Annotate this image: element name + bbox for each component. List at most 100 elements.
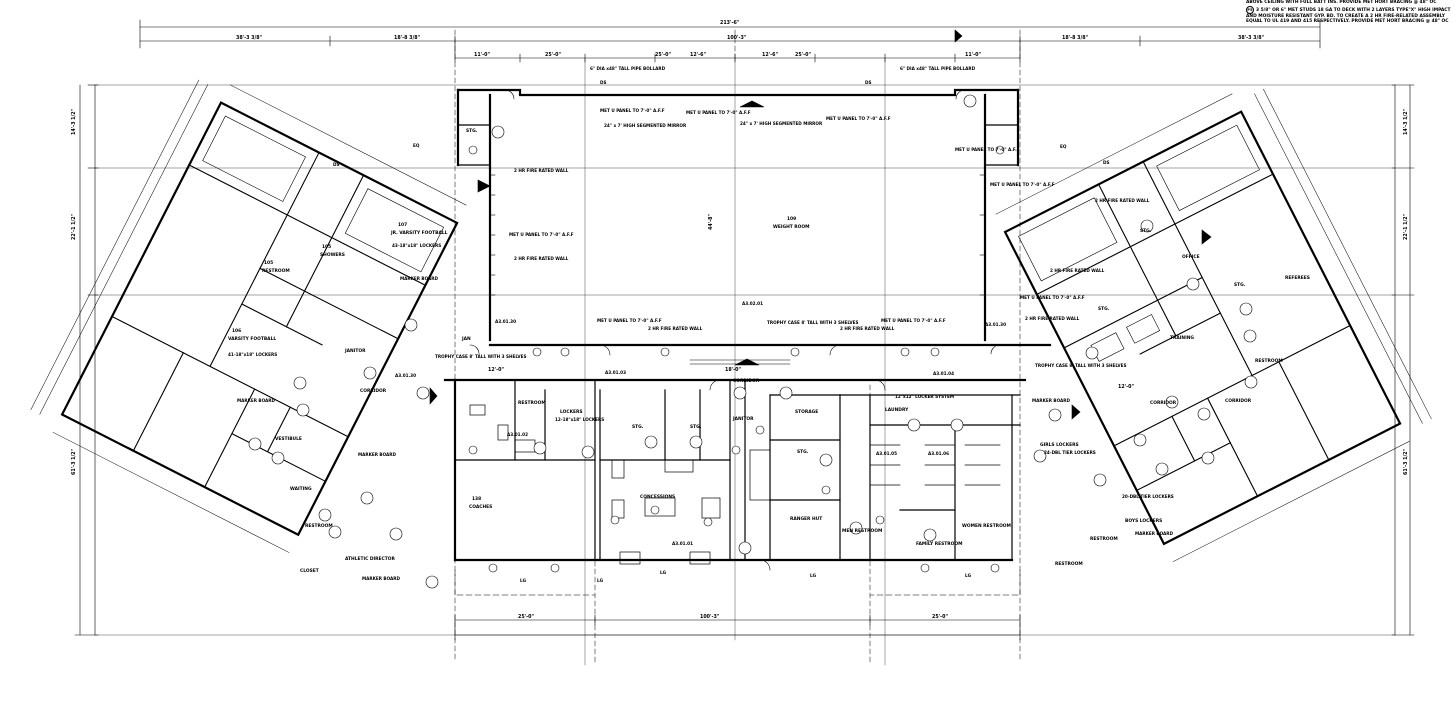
callout-marker-6: MARKER BOARD [1135, 531, 1174, 536]
callout-mirror-1: 24" x 7' HIGH SEGMENTED MIRROR [604, 123, 687, 128]
center-interior-walls [454, 124, 1021, 561]
door-tags [248, 94, 1258, 589]
label-lg-3: LG [660, 570, 667, 575]
general-notes: ABOVE CEILING WITH FULL BATT INS. PROVID… [1246, 0, 1452, 25]
room-name-stg-r1: STG. [1234, 282, 1246, 288]
label-ds-3: DS [333, 162, 340, 167]
room-name-jv: JR. VARSITY FOOTBALL [390, 230, 448, 236]
room-note-varsity: 41-18"x18" LOCKERS [228, 352, 277, 357]
callout-firewall-3: 2 HR FIRE RATED WALL [648, 326, 703, 331]
room-name-mens: MEN RESTROOM [842, 528, 882, 534]
dim-corridor: 18'-0" [725, 367, 741, 373]
callout-panel-1: MET U PANEL TO 7'-0" A.F.F [600, 108, 665, 113]
label-ds-1: DS [600, 80, 607, 85]
left-wing [30, 79, 467, 553]
dim-left-v2: 22'-1 1/2" [71, 213, 77, 240]
toilet-partitions [469, 404, 1001, 565]
ref-a7: A3.01.06 [928, 451, 949, 456]
room-name-restroom-w: RESTROOM [305, 523, 333, 529]
dim-left-mid: 18'-8 3/8" [394, 35, 421, 41]
room-name-restroom-r3: RESTROOM [1255, 358, 1283, 364]
room-num-restroom-l: 105 [264, 260, 273, 266]
dim-right-v2: 22'-1 1/2" [1403, 213, 1409, 240]
room-note-girls: 24-DBL TIER LOCKERS [1044, 450, 1096, 455]
callout-marker-1: MARKER BOARD [400, 276, 439, 281]
dim-left-v1: 14'-3 1/2" [71, 108, 77, 135]
room-name-stg-r2: STG. [1140, 228, 1152, 234]
callout-lockers: 12"x12" LOCKER SYSTEM [895, 394, 954, 399]
dim-bottom-left: 25'-0" [518, 614, 534, 620]
label-eq-1: EQ [413, 143, 420, 148]
ref-a9: A3.01.30 [395, 373, 416, 378]
dim-bay-g: 11'-0" [965, 52, 981, 58]
dim-bay-c: 25'-0" [655, 52, 671, 58]
label-lg-5: LG [965, 573, 972, 578]
dim-bottom-center: 100'-3" [700, 614, 720, 620]
room-name-waiting: WAITING [290, 486, 312, 492]
room-name-restroom-r1: RESTROOM [1055, 561, 1083, 567]
room-name-stg-top: STG. [466, 128, 478, 134]
room-name-concessions: CONCESSIONS [640, 494, 675, 500]
room-name-women: WOMEN RESTROOM [962, 523, 1011, 529]
dim-bay-b: 25'-0" [545, 52, 561, 58]
dim-bay-d: 12'-6" [690, 52, 706, 58]
callout-bollard-r: 6" DIA x48" TALL PIPE BOLLARD [900, 66, 976, 71]
room-name-laundry: LAUNDRY [885, 407, 909, 413]
room-name-training: TRAINING [1170, 335, 1194, 341]
dim-bay-a: 11'-0" [474, 52, 490, 58]
room-name-ad: ATHLETIC DIRECTOR [345, 556, 396, 562]
callout-firewall-2: 2 HR FIRE RATED WALL [514, 256, 569, 261]
dim-overall: 213'-6" [720, 20, 740, 26]
mullions [489, 94, 986, 365]
dim-right-v1: 14'-3 1/2" [1403, 108, 1409, 135]
room-note-jv: 43-18"x18" LOCKERS [392, 243, 441, 248]
ref-a8: A3.01.02 [507, 432, 528, 437]
callout-panel-2: MET U PANEL TO 7'-0" A.F.F [686, 110, 751, 115]
callout-marker-5: MARKER BOARD [1032, 398, 1071, 403]
room-name-janitor-c: JANITOR [732, 416, 754, 422]
top-dimension-strings [139, 19, 1321, 63]
room-labels: 109 WEIGHT ROOM 107 JR. VARSITY FOOTBALL… [228, 128, 1310, 574]
dim-center: 100'-3" [727, 35, 747, 41]
room-num-coaches: 138 [472, 496, 481, 502]
callout-panel-3: MET U PANEL TO 7'-0" A.F.F [826, 116, 891, 121]
section-markers [429, 29, 1212, 420]
ref-a10: A3.01.30 [985, 322, 1006, 327]
room-name-family: FAMILY RESTROOM [916, 541, 962, 547]
callout-marker-2: MARKER BOARD [237, 398, 276, 403]
dim-corridor-left: 12'-0" [488, 367, 504, 373]
label-lg-4: LG [810, 573, 817, 578]
room-num-showers-l: 105 [322, 244, 331, 250]
callout-labels: 6" DIA x48" TALL PIPE BOLLARD 6" DIA x48… [237, 66, 1174, 583]
callout-firewall-1: 2 HR FIRE RATED WALL [514, 168, 569, 173]
label-ds-2: DS [865, 80, 872, 85]
callout-panel-5: MET U PANEL TO 7'-0" A.F.F [990, 182, 1055, 187]
room-name-storage: STORAGE [795, 409, 818, 415]
dim-bottom-right: 25'-0" [932, 614, 948, 620]
room-name-restroom-l: RESTROOM [262, 268, 290, 274]
callout-firewall-6: 2 HR FIRE RATED WALL [1050, 268, 1105, 273]
room-name-coaches: COACHES [469, 504, 492, 510]
room-num-weight: 109 [787, 216, 796, 222]
ref-a1: A3.01.01 [672, 541, 693, 546]
dim-left-wing: 38'-3 3/8" [236, 35, 263, 41]
callout-bollard-l: 6" DIA x48" TALL PIPE BOLLARD [590, 66, 666, 71]
callout-firewall-4: 2 HR FIRE RATED WALL [840, 326, 895, 331]
bottom-dimension-strings [454, 614, 1021, 641]
label-lg-1: LG [520, 578, 527, 583]
callout-panel-4: MET U PANEL TO 7'-0" A.F.F [955, 147, 1020, 152]
room-name-referees: REFEREES [1285, 275, 1310, 281]
room-name-corridor-l: CORRIDOR [360, 388, 387, 394]
callout-panel-7: MET U PANEL TO 7'-0" A.F.F [597, 318, 662, 323]
dim-weight-height: 44'-8" [708, 214, 714, 230]
room-name-restroom-c: RESTROOM [518, 400, 546, 406]
ref-a4: A3.02.01 [742, 301, 763, 306]
ref-a6: A3.01.05 [876, 451, 897, 456]
label-eq-2: EQ [1060, 144, 1067, 149]
room-name-stg-c: STG. [632, 424, 644, 430]
room-name-varsity: VARSITY FOOTBALL [228, 336, 276, 342]
room-name-office: OFFICE [1182, 254, 1200, 260]
canopy-outline [454, 569, 1021, 596]
